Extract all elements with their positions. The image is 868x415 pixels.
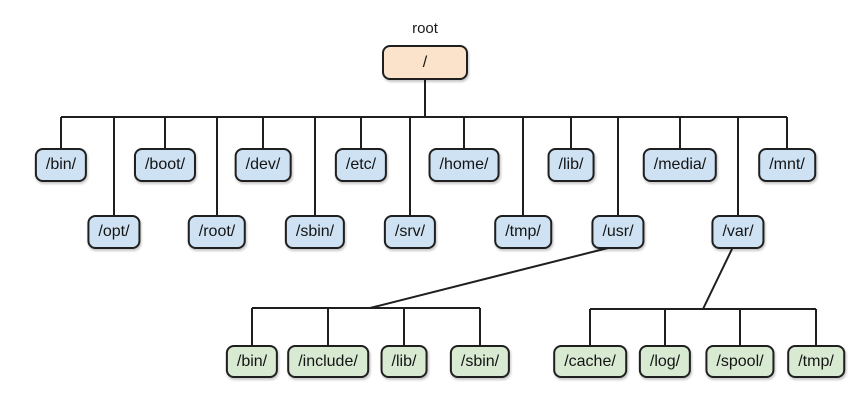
node-var-log: /log/ bbox=[638, 345, 692, 378]
node-mnt: /mnt/ bbox=[758, 148, 816, 182]
node-var-tmp: /tmp/ bbox=[787, 345, 845, 378]
node-var-cache: /cache/ bbox=[553, 345, 627, 378]
node-sbin: /sbin/ bbox=[284, 215, 346, 249]
node-opt: /opt/ bbox=[87, 215, 141, 249]
node-bin: /bin/ bbox=[34, 148, 88, 182]
node-usr-include: /include/ bbox=[287, 345, 369, 378]
node-tmp: /tmp/ bbox=[494, 215, 552, 249]
node-root: / bbox=[382, 45, 468, 80]
node-root: /root/ bbox=[187, 215, 247, 249]
root-caption: root bbox=[412, 20, 438, 37]
node-dev: /dev/ bbox=[234, 148, 292, 182]
connector bbox=[369, 246, 613, 309]
node-usr-sbin: /sbin/ bbox=[449, 345, 511, 378]
node-usr-bin: /bin/ bbox=[225, 345, 279, 378]
node-lib: /lib/ bbox=[547, 148, 595, 182]
node-etc: /etc/ bbox=[334, 148, 388, 182]
connector bbox=[702, 248, 733, 310]
node-usr: /usr/ bbox=[591, 215, 645, 249]
node-boot: /boot/ bbox=[133, 148, 197, 182]
node-usr-lib: /lib/ bbox=[380, 345, 428, 378]
node-home: /home/ bbox=[428, 148, 500, 182]
node-srv: /srv/ bbox=[383, 215, 437, 249]
node-var-spool: /spool/ bbox=[705, 345, 775, 378]
node-media: /media/ bbox=[642, 148, 718, 182]
node-var: /var/ bbox=[711, 215, 765, 249]
